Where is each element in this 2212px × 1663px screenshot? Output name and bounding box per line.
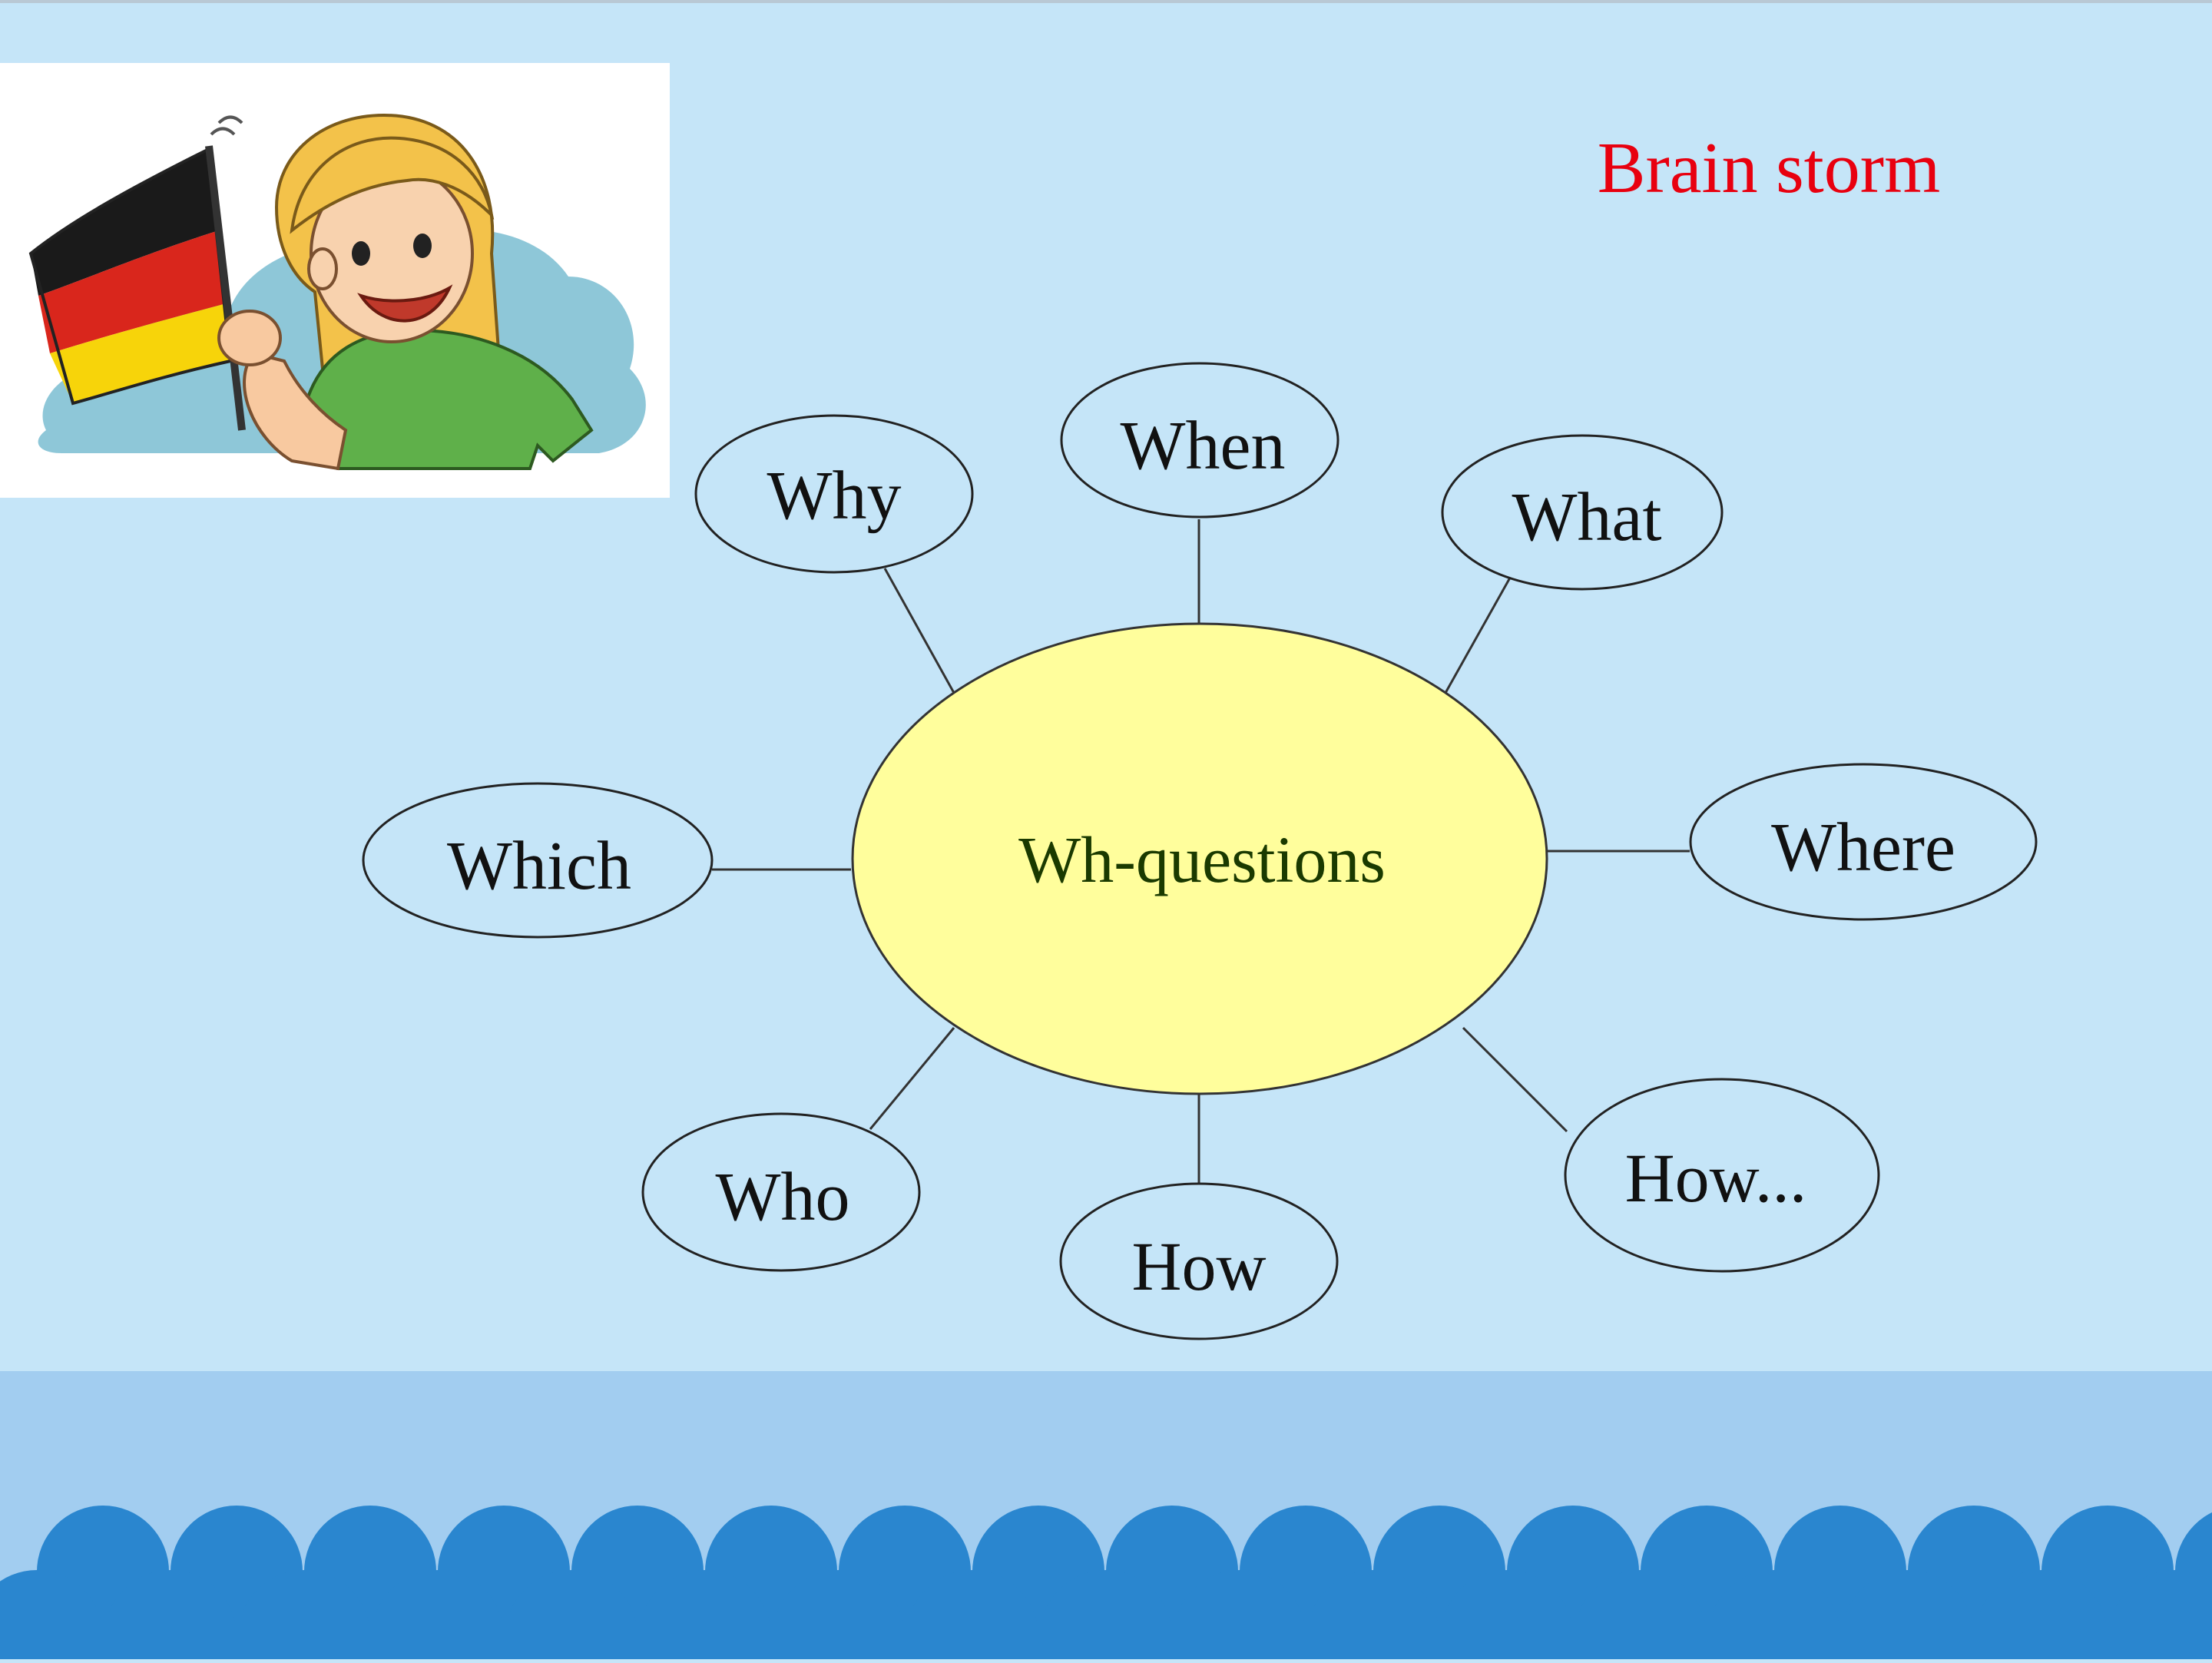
node-where-label: Where [1771, 810, 1955, 886]
node-which: Which [362, 782, 714, 939]
node-where-ellipse [1689, 763, 2038, 921]
node-what: What [1441, 434, 1724, 591]
node-which-label: Which [447, 828, 631, 904]
node-when: When [1060, 362, 1339, 518]
connector-who [869, 1027, 955, 1130]
node-how-ellipsis: How... [1564, 1078, 1880, 1273]
connector-what [1444, 571, 1515, 694]
center-node: Wh-questions [851, 622, 1548, 1095]
node-who-label: Who [716, 1159, 850, 1235]
node-how-ellipsis-label: How... [1625, 1141, 1807, 1217]
node-how-ellipsis-ellipse [1564, 1078, 1880, 1273]
german-flag [28, 115, 246, 431]
flag-pole [205, 145, 246, 431]
slide-title: Brain storm [1598, 128, 1940, 208]
girl-figure [217, 113, 594, 471]
node-what-ellipse [1441, 434, 1724, 591]
node-how: How [1059, 1182, 1339, 1340]
connectors [712, 519, 1690, 1183]
connector-why [883, 568, 955, 694]
node-when-ellipse [1060, 362, 1339, 518]
wave-pattern [0, 1506, 2212, 1663]
node-who-ellipse [641, 1112, 921, 1272]
node-why-label: Why [767, 458, 902, 534]
node-where: Where [1689, 763, 2038, 921]
illustration-girl-with-flag [0, 63, 670, 498]
node-why: Why [694, 414, 974, 574]
node-when-label: When [1121, 408, 1286, 484]
node-why-ellipse [694, 414, 974, 574]
connector-how-ellipsis [1462, 1026, 1568, 1133]
center-label: Wh-questions [1018, 823, 1386, 896]
wave-base [0, 1621, 2212, 1659]
center-ellipse [851, 622, 1548, 1095]
node-which-ellipse [362, 782, 714, 939]
node-what-label: What [1512, 479, 1662, 555]
node-who: Who [641, 1112, 921, 1272]
node-how-ellipse [1059, 1182, 1339, 1340]
node-how-label: How [1132, 1229, 1267, 1305]
